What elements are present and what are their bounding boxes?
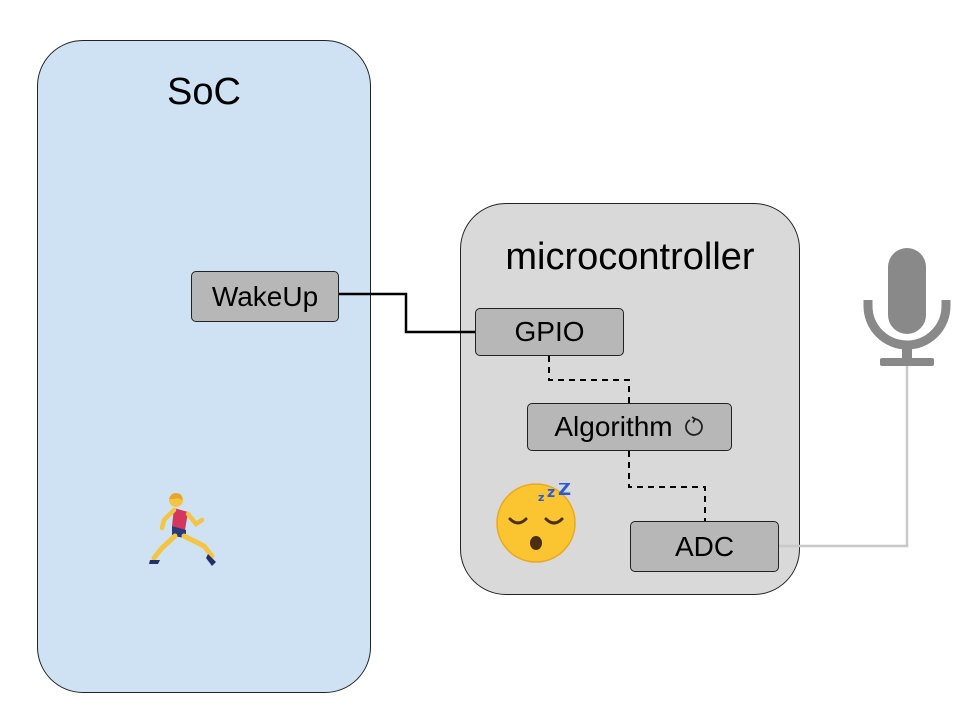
- algorithm-block: Algorithm: [527, 403, 732, 451]
- refresh-icon: [683, 416, 705, 438]
- adc-label: ADC: [674, 530, 735, 562]
- adc-mic-wire: [779, 366, 909, 548]
- gpio-algorithm-wire: [548, 356, 630, 403]
- soc-container: SoC: [37, 40, 371, 693]
- soc-title: SoC: [167, 71, 241, 113]
- sleeping-face-icon: z z Z: [494, 479, 580, 568]
- gpio-label: GPIO: [514, 316, 585, 347]
- svg-text:z: z: [538, 491, 544, 504]
- wakeup-gpio-wire: [339, 292, 475, 334]
- algorithm-label: Algorithm: [554, 411, 673, 442]
- microcontroller-title: microcontroller: [505, 236, 755, 278]
- gpio-block: GPIO: [475, 308, 624, 356]
- svg-text:z: z: [547, 485, 555, 501]
- wakeup-block: WakeUp: [191, 271, 339, 322]
- svg-text:Z: Z: [558, 483, 571, 500]
- running-person-icon: [148, 490, 222, 575]
- adc-block: ADC: [630, 521, 779, 572]
- microphone-icon: [862, 246, 952, 373]
- wakeup-label: WakeUp: [211, 280, 319, 312]
- algorithm-adc-wire: [628, 451, 706, 521]
